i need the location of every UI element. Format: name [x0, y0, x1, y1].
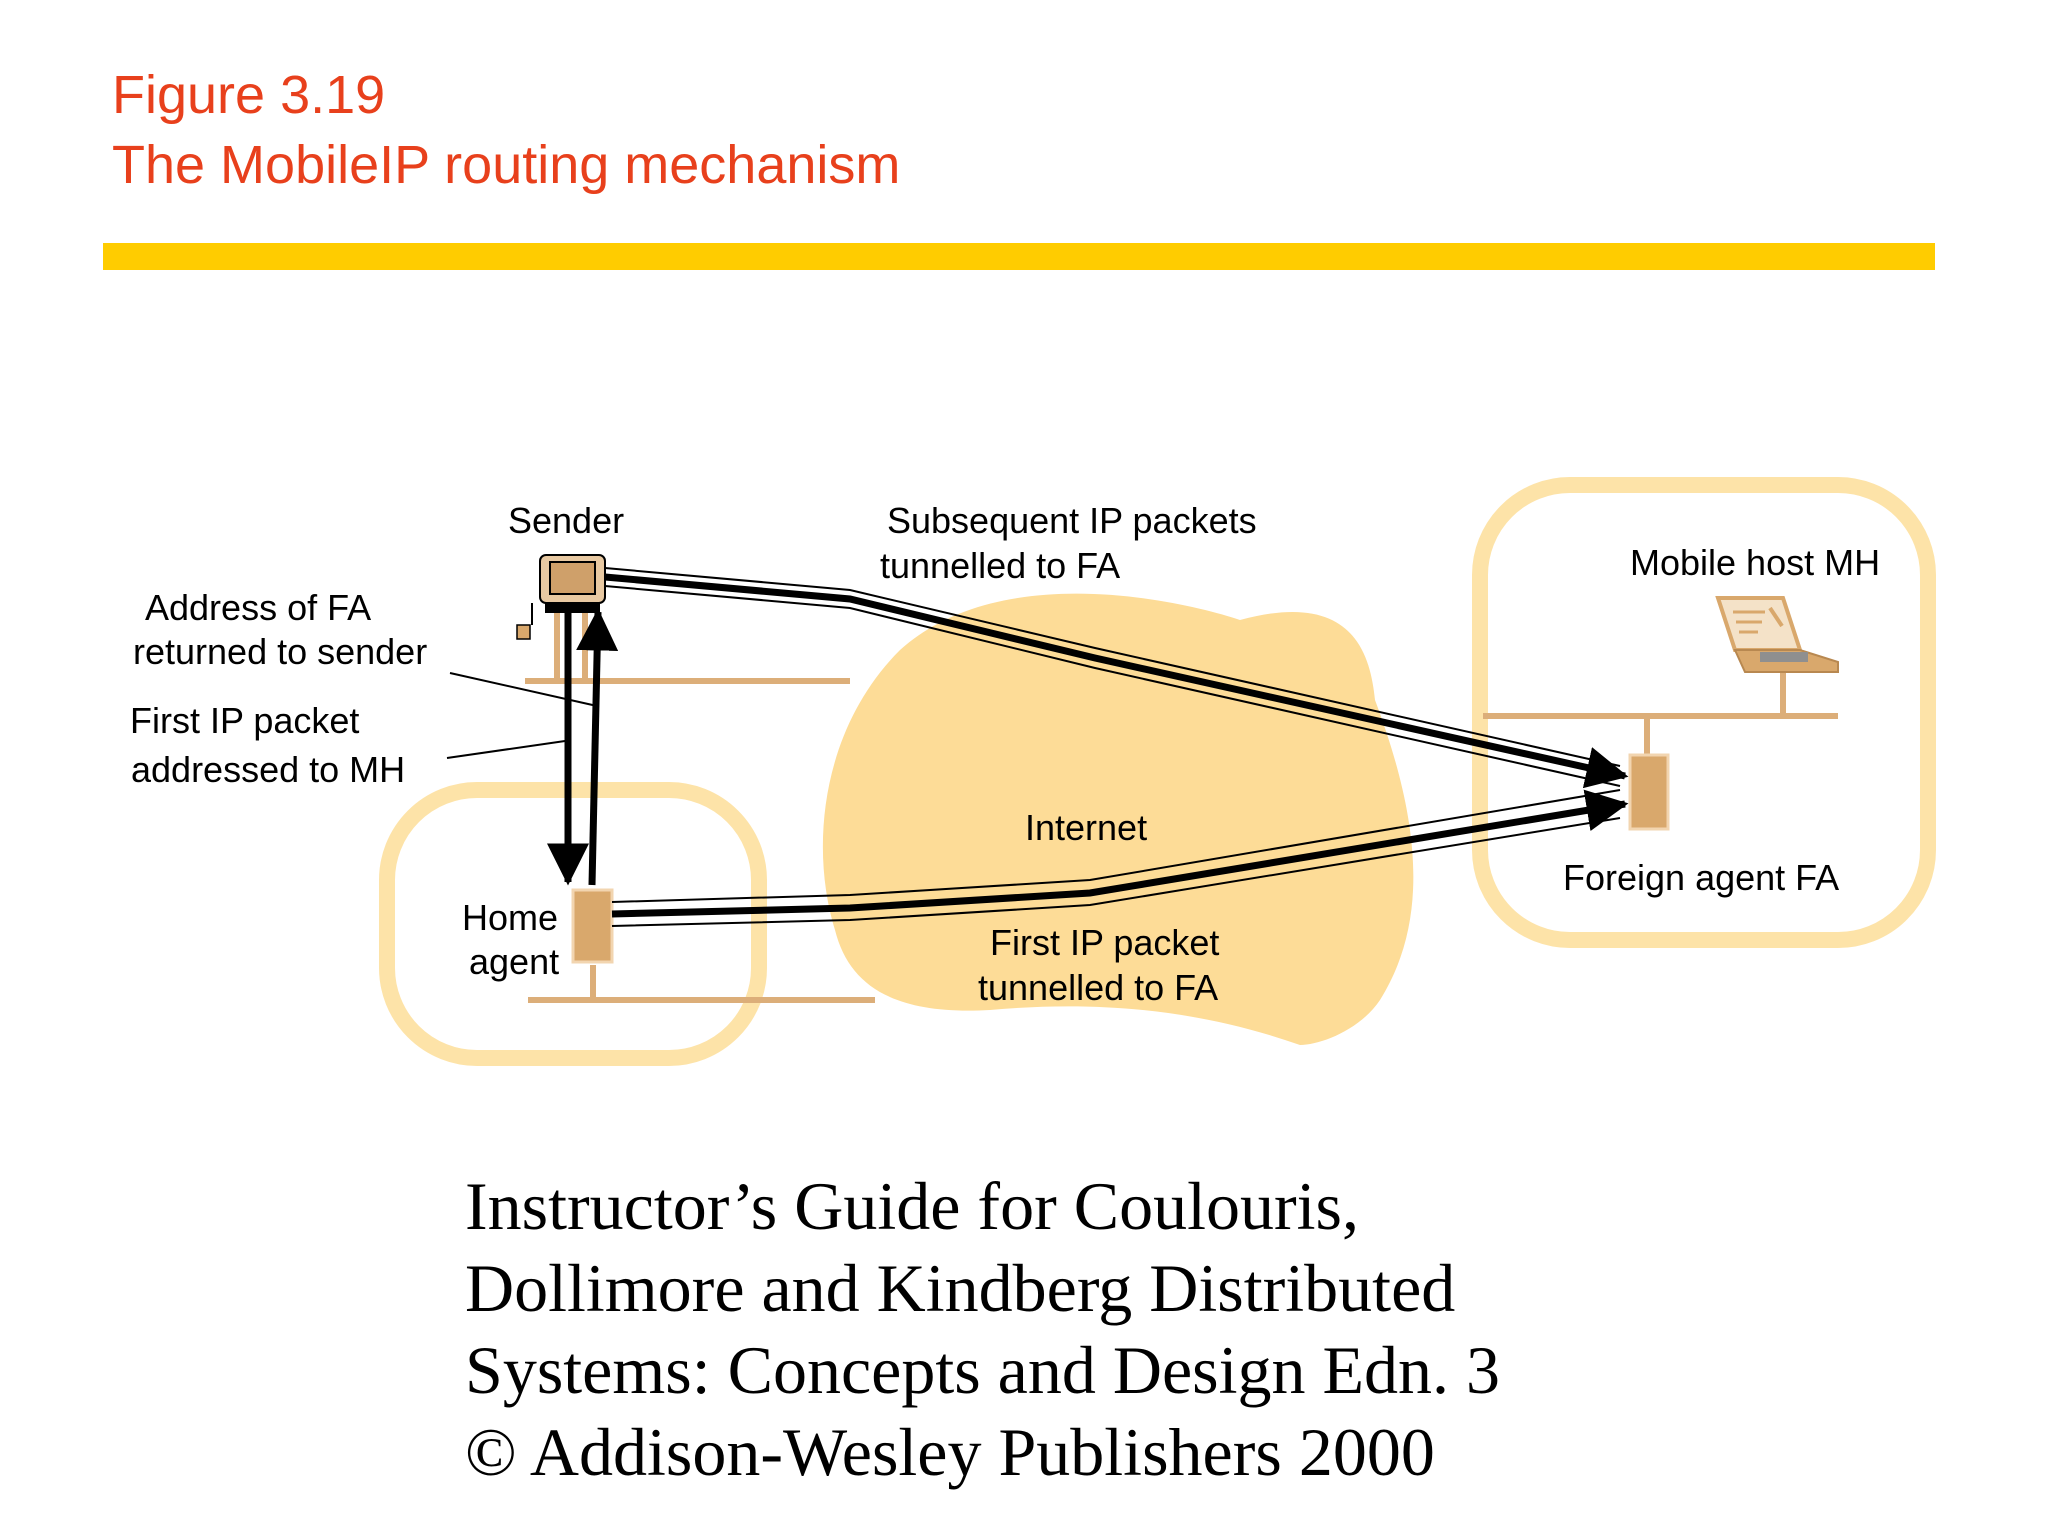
home-agent-label-line2: agent	[469, 941, 559, 982]
home-network	[379, 782, 767, 1066]
footer-line-2: Dollimore and Kindberg Distributed	[465, 1250, 1456, 1326]
first-packet-label-line1: First IP packet	[130, 700, 359, 741]
title-divider	[103, 243, 1935, 270]
subsequent-packets-arrow	[604, 573, 1629, 789]
first-packet-label-line2: addressed to MH	[131, 749, 405, 790]
foreign-agent-label: Foreign agent FA	[1563, 857, 1839, 898]
tunnel-label-line2: tunnelled to FA	[978, 967, 1218, 1008]
footer-line-3: Systems: Concepts and Design Edn. 3	[465, 1332, 1501, 1408]
tunnel-outline	[604, 567, 1621, 767]
leader-line	[449, 672, 598, 707]
copyright-footer: Instructor’s Guide for Coulouris, Dollim…	[465, 1165, 1500, 1493]
leader-line	[446, 740, 566, 759]
figure-heading: Figure 3.19 The MobileIP routing mechani…	[112, 60, 900, 200]
tunnel-outline	[604, 585, 1621, 787]
figure-title: The MobileIP routing mechanism	[112, 135, 901, 195]
home-agent-label-line1: Home	[462, 897, 558, 938]
foreign-agent-router	[1628, 753, 1670, 831]
tunnel-label-line1: First IP packet	[990, 922, 1219, 963]
fa-address-return-arrow	[576, 608, 619, 886]
mobile-host-laptop-icon	[1715, 596, 1839, 673]
address-fa-label-line2: returned to sender	[133, 631, 427, 672]
internet-label: Internet	[1025, 807, 1147, 848]
home-agent-router	[571, 888, 614, 964]
tunnel-outline	[611, 789, 1621, 903]
sender-computer-icon	[516, 554, 606, 640]
footer-line-4: © Addison-Wesley Publishers 2000	[465, 1414, 1435, 1490]
first-packet-tunnel-arrow	[611, 789, 1629, 918]
footer-line-1: Instructor’s Guide for Coulouris,	[465, 1168, 1359, 1244]
foreign-network	[1472, 477, 1936, 948]
figure-number: Figure 3.19	[112, 65, 386, 125]
sender-label: Sender	[508, 500, 624, 541]
tunnel-outline	[611, 817, 1621, 927]
subsequent-packets-label-line1: Subsequent IP packets	[887, 500, 1257, 541]
subsequent-packets-label-line2: tunnelled to FA	[880, 545, 1120, 586]
address-fa-label-line1: Address of FA	[145, 587, 371, 628]
mobile-host-label: Mobile host MH	[1630, 542, 1880, 583]
